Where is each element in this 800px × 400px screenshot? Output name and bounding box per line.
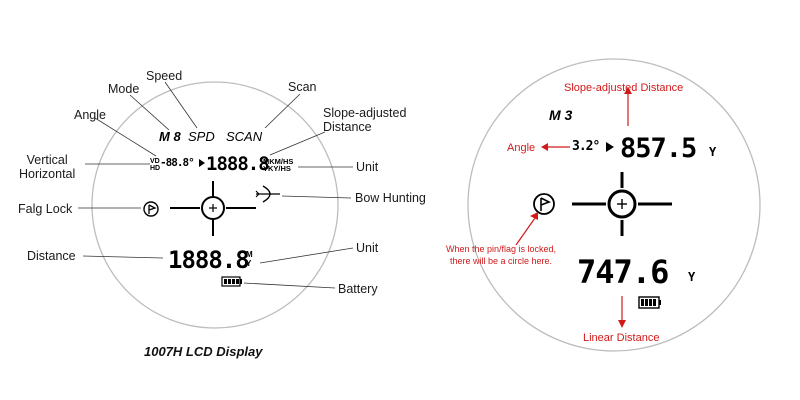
right-mode-indicator: M 3 xyxy=(549,107,573,123)
top-unit-indicator: MKM/HS YKY/HS xyxy=(263,157,294,173)
right-label-linear-distance: Linear Distance xyxy=(583,332,660,344)
angle-readout: -88.8° xyxy=(160,156,195,169)
flag-lock-icon-right xyxy=(533,193,555,215)
right-lcd-circle xyxy=(467,58,761,352)
label-scan: Scan xyxy=(288,80,317,94)
flag-lock-icon xyxy=(143,201,159,217)
left-caption: 1007H LCD Display xyxy=(144,344,263,359)
vd-hd-indicator: VD HD xyxy=(150,158,161,172)
label-unit-top: Unit xyxy=(356,160,379,174)
scan-indicator: SCAN xyxy=(226,129,263,144)
right-label-slope-adjusted-distance: Slope-adjusted Distance xyxy=(564,82,684,94)
right-bottom-distance-readout: 747.6 xyxy=(577,253,669,291)
right-top-unit: Y xyxy=(709,145,716,159)
bottom-unit-indicator: M Y xyxy=(246,250,253,268)
top-distance-readout: 1888.8 xyxy=(206,153,270,175)
bottom-distance-readout: 1888.8 xyxy=(168,246,250,274)
right-bottom-unit: Y xyxy=(688,270,695,284)
right-red-arrows xyxy=(515,87,632,328)
label-unit-bottom: Unit xyxy=(356,241,379,255)
label-flag-lock: Falg Lock xyxy=(18,202,73,216)
left-lcd-circle xyxy=(91,81,339,329)
right-crosshair-icon xyxy=(572,172,672,236)
mode-indicator: M 8 xyxy=(159,129,181,144)
right-top-distance-readout: 857.5 xyxy=(620,133,697,164)
label-speed: Speed xyxy=(146,69,183,83)
pointer-triangle-icon xyxy=(199,159,205,167)
label-mode: Mode xyxy=(108,82,140,96)
label-angle: Angle xyxy=(74,108,106,122)
label-slope-adjusted-distance: Slope-adjusted Distance xyxy=(323,106,407,134)
label-distance: Distance xyxy=(27,249,76,263)
label-battery: Battery xyxy=(338,282,378,296)
label-vertical-horizontal: Vertical Horizontal xyxy=(19,153,76,181)
left-crosshair-icon xyxy=(170,181,256,236)
right-label-flag-note: When the pin/flag is locked, there will … xyxy=(446,244,557,266)
speed-indicator: SPD xyxy=(188,129,215,144)
pointer-triangle-icon-right xyxy=(606,142,614,152)
right-angle-readout: 3.2° xyxy=(572,139,600,154)
left-leader-lines xyxy=(78,81,354,289)
bow-hunting-icon xyxy=(255,185,280,203)
battery-icon-right xyxy=(638,296,661,309)
battery-icon xyxy=(221,276,242,287)
right-label-angle: Angle xyxy=(507,142,536,154)
label-bow-hunting: Bow Hunting xyxy=(355,191,426,205)
